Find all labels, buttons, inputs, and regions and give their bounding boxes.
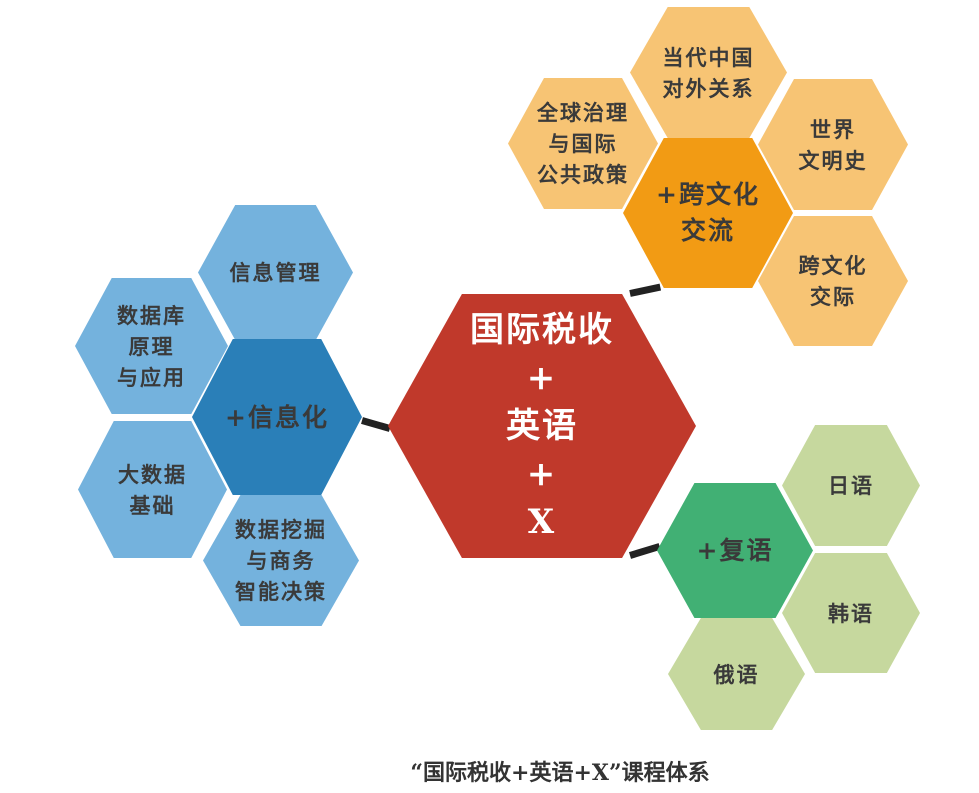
leaf-data-mining: 数据挖掘 与商务 智能决策 (203, 495, 359, 626)
connector-culture (629, 283, 662, 297)
hub-label: +信息化 (225, 402, 329, 432)
hub-culture: +跨文化 交流 (623, 138, 793, 288)
leaf-label: 数据库 原理 与应用 (117, 302, 186, 390)
center-hexagon: 国际税收 + 英语 + X (388, 294, 696, 558)
hub-label: +跨文化 交流 (656, 180, 760, 245)
leaf-label: 日语 (828, 473, 874, 498)
hub-language: +复语 (657, 483, 813, 618)
leaf-korean: 韩语 (782, 553, 920, 673)
connector-info (361, 417, 391, 432)
leaf-label: 跨文化 交际 (798, 253, 868, 309)
leaf-world-civilization: 世界 文明史 (758, 79, 908, 210)
diagram-caption: “国际税收+英语+X”课程体系 (410, 760, 710, 786)
leaf-label: 韩语 (828, 600, 874, 626)
leaf-label: 当代中国 对外关系 (662, 44, 755, 101)
leaf-japanese: 日语 (782, 425, 920, 546)
leaf-label: 全球治理 与国际 公共政策 (537, 100, 629, 187)
leaf-label: 俄语 (713, 661, 760, 687)
leaf-label: 信息管理 (229, 260, 322, 285)
connector-lang (628, 543, 661, 559)
center-label: 国际税收 + 英语 + X (470, 310, 614, 542)
hub-label: +复语 (696, 536, 774, 565)
leaf-label: 数据挖掘 与商务 智能决策 (235, 517, 327, 604)
hub-info: +信息化 (192, 339, 362, 495)
leaf-china-relations: 当代中国 对外关系 (630, 7, 787, 138)
leaf-russian: 俄语 (668, 618, 805, 730)
leaf-intercultural: 跨文化 交际 (758, 216, 908, 346)
leaf-database: 数据库 原理 与应用 (75, 278, 228, 414)
leaf-label: 世界 文明史 (798, 116, 868, 173)
leaf-global-governance: 全球治理 与国际 公共政策 (508, 78, 658, 209)
leaf-big-data: 大数据 基础 (78, 421, 227, 558)
leaf-info-management: 信息管理 (198, 205, 353, 340)
leaf-label: 大数据 基础 (118, 461, 187, 518)
